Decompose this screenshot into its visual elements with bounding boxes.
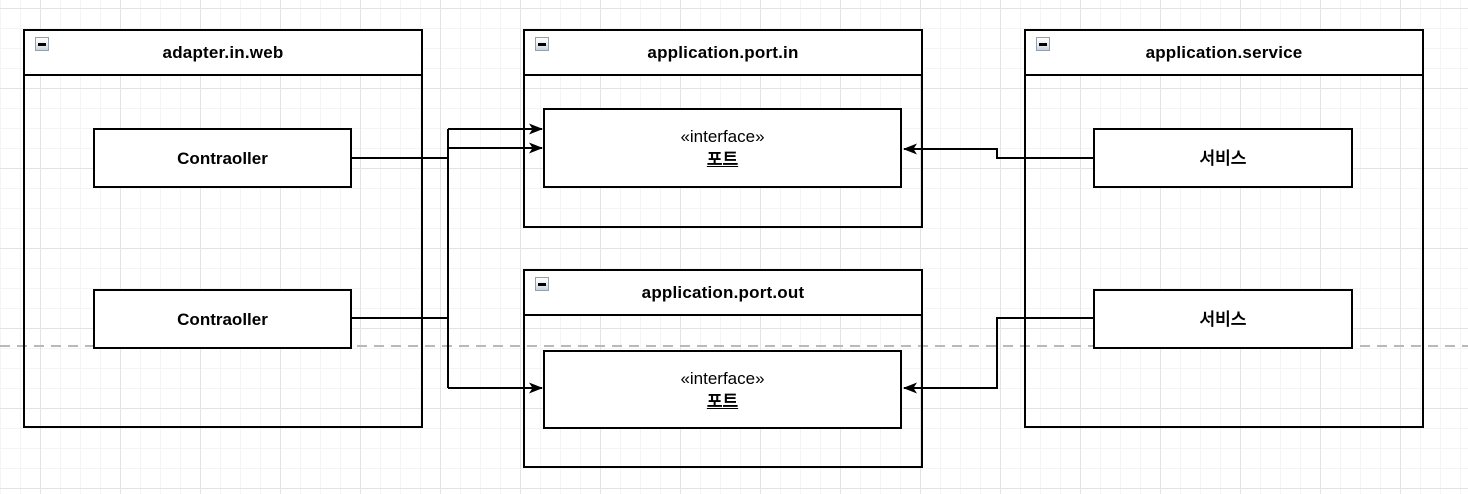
minus-glyph	[538, 42, 546, 46]
connector-service1-to-port-in[interactable]	[903, 143, 1093, 159]
minus-glyph	[1039, 42, 1047, 46]
stereotype-label: «interface»	[680, 127, 765, 146]
package-service-title-bar: application.service	[1026, 31, 1422, 76]
package-application-port-in[interactable]: application.port.in	[523, 29, 923, 228]
collapse-minus-icon[interactable]	[1036, 37, 1050, 51]
node-label: 포트	[706, 391, 739, 411]
package-title: adapter.in.web	[162, 42, 284, 62]
minus-glyph	[38, 42, 46, 46]
package-application-service[interactable]: application.service	[1024, 29, 1424, 428]
connector-service2-to-port-out[interactable]	[903, 317, 1093, 394]
node-service-2[interactable]: 서비스	[1093, 289, 1353, 349]
collapse-minus-icon[interactable]	[535, 37, 549, 51]
minus-glyph	[538, 282, 546, 286]
collapse-minus-icon[interactable]	[535, 277, 549, 291]
node-label: 포트	[706, 150, 739, 169]
package-title: application.port.out	[641, 282, 805, 302]
package-adapter-title-bar: adapter.in.web	[25, 31, 421, 76]
node-label: 서비스	[1199, 309, 1247, 329]
stereotype-label: «interface»	[680, 368, 765, 388]
package-title: application.port.in	[647, 42, 799, 62]
node-port-in-interface[interactable]: «interface» 포트	[543, 108, 902, 188]
node-port-out-interface[interactable]: «interface» 포트	[543, 350, 902, 429]
node-label: Contraoller	[177, 309, 268, 329]
node-label: 서비스	[1199, 148, 1247, 168]
collapse-minus-icon[interactable]	[35, 37, 49, 51]
node-label: Contraoller	[177, 148, 268, 168]
package-title: application.service	[1145, 42, 1303, 62]
node-service-1[interactable]: 서비스	[1093, 128, 1353, 188]
package-port-out-title-bar: application.port.out	[525, 271, 921, 316]
node-controller-1[interactable]: Contraoller	[93, 128, 352, 188]
package-application-port-out[interactable]: application.port.out	[523, 269, 923, 468]
node-controller-2[interactable]: Contraoller	[93, 289, 352, 349]
package-adapter-in-web[interactable]: adapter.in.web	[23, 29, 423, 428]
package-port-in-title-bar: application.port.in	[525, 31, 921, 76]
